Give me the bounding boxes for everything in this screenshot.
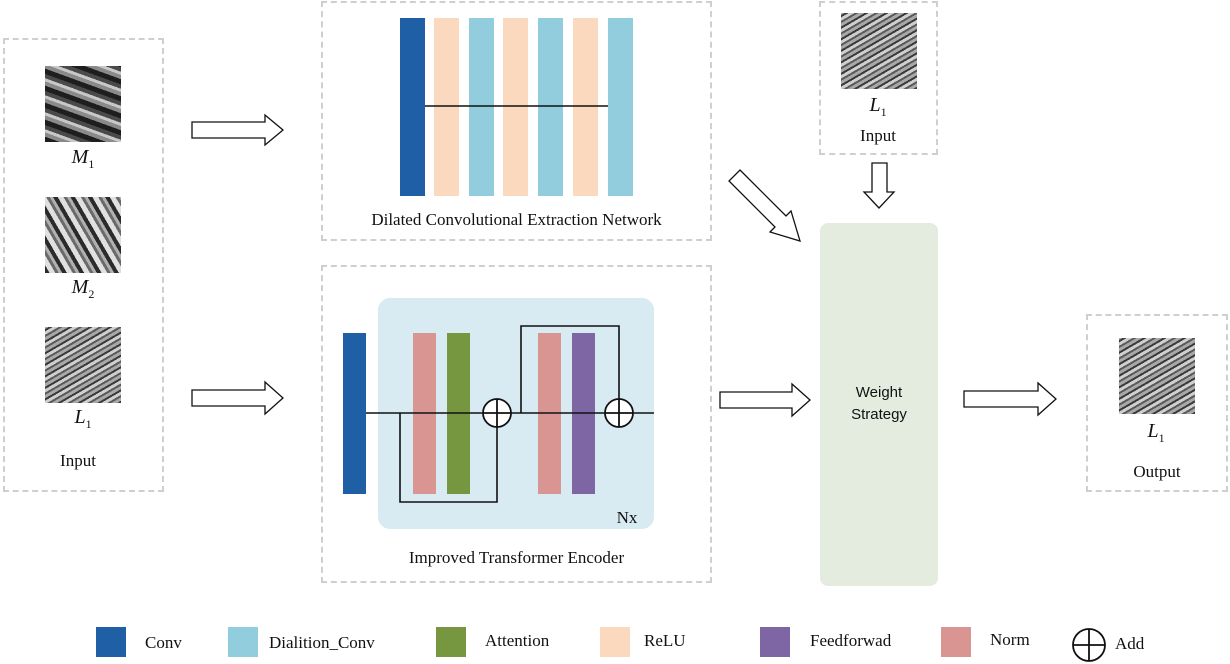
legend-conv-label: Conv — [145, 633, 182, 652]
dilated-relu-bar-3 — [573, 18, 598, 196]
transformer-caption: Improved Transformer Encoder — [408, 548, 625, 567]
m1-label: M1 — [71, 146, 95, 171]
m1-image — [45, 66, 121, 142]
weight-strategy-line1: Weight — [855, 384, 903, 401]
m2-label: M2 — [71, 276, 95, 301]
output-caption: Output — [1133, 462, 1181, 481]
dilated-dilation-bar-1 — [469, 18, 494, 196]
top-l1-image — [841, 13, 917, 89]
input-caption: Input — [60, 451, 96, 470]
legend-norm-label: Norm — [990, 630, 1030, 649]
top-input-panel — [819, 1, 938, 155]
dilated-network-box — [321, 1, 712, 241]
arrow-topinput-to-weight — [862, 162, 896, 209]
arrow-transformer-to-weight — [719, 382, 811, 418]
output-l1-image — [1119, 338, 1195, 414]
legend-dilation-swatch — [228, 627, 258, 657]
top-l1-label: L1 — [869, 94, 887, 119]
arrow-input-to-transformer — [191, 380, 284, 416]
arrow-dilated-to-weight — [728, 169, 801, 242]
weight-strategy-block — [820, 223, 938, 586]
arrow-input-to-dilated — [191, 113, 285, 147]
dilated-conv-bar — [400, 18, 425, 196]
transformer-box — [321, 265, 712, 583]
dilated-dilation-bar-2 — [538, 18, 563, 196]
legend-feedforward-label: Feedforwad — [810, 631, 892, 650]
legend-relu-swatch — [600, 627, 630, 657]
legend-conv-swatch — [96, 627, 126, 657]
m2-image — [45, 197, 121, 273]
weight-strategy-line2: Strategy — [851, 406, 907, 423]
legend-relu-label: ReLU — [644, 631, 686, 650]
dilated-network-caption: Dilated Convolutional Extraction Network — [371, 210, 662, 229]
l1-image — [45, 327, 121, 403]
legend-dilation-label: Dialition_Conv — [269, 633, 375, 652]
add-node-1 — [482, 398, 512, 428]
add-node-2 — [604, 398, 634, 428]
skip-connection-2 — [520, 325, 620, 413]
output-panel — [1086, 314, 1228, 492]
arrow-weight-to-output — [963, 381, 1057, 417]
repeat-label: Nx — [616, 508, 638, 527]
output-l1-label: L1 — [1147, 420, 1165, 445]
legend-add-icon — [1072, 628, 1106, 662]
skip-connection-1 — [399, 413, 498, 503]
legend-attention-swatch — [436, 627, 466, 657]
top-input-caption: Input — [860, 126, 896, 145]
legend-feedforward-swatch — [760, 627, 790, 657]
dilated-dilation-bar-3 — [608, 18, 633, 196]
input-panel — [3, 38, 164, 492]
transformer-conv-bar — [343, 333, 366, 494]
legend-attention-label: Attention — [485, 631, 550, 650]
dilated-relu-bar-2 — [503, 18, 528, 196]
legend-norm-swatch — [941, 627, 971, 657]
legend-add-label: Add — [1115, 634, 1145, 653]
l1-label: L1 — [74, 406, 92, 431]
dilated-relu-bar-1 — [434, 18, 459, 196]
